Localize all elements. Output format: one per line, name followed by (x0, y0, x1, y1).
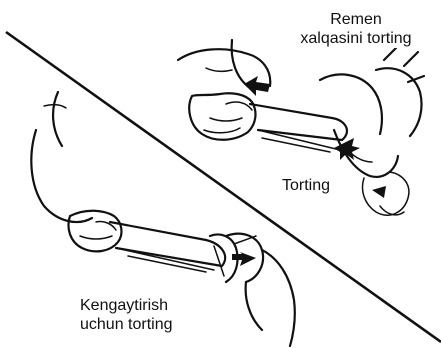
strap-band-upper (250, 104, 347, 140)
label-pull-text: Torting (282, 176, 330, 195)
arrow-icon (244, 76, 270, 96)
label-pull: Torting (282, 176, 330, 195)
label-pull-to-loosen: Kengaytirish uchun torting (80, 296, 173, 334)
left-hand-lower (69, 211, 122, 252)
label-pull-strap-loop: Remen xalqasini torting (271, 10, 441, 48)
label-pull-to-loosen-line1: Kengaytirish (80, 296, 173, 315)
arrow-icon (232, 252, 256, 266)
label-pull-strap-loop-line1: Remen (271, 10, 441, 29)
label-pull-to-loosen-line2: uchun torting (80, 315, 173, 334)
diagonal-divider (6, 32, 441, 342)
label-pull-strap-loop-line2: xalqasini torting (271, 29, 441, 48)
